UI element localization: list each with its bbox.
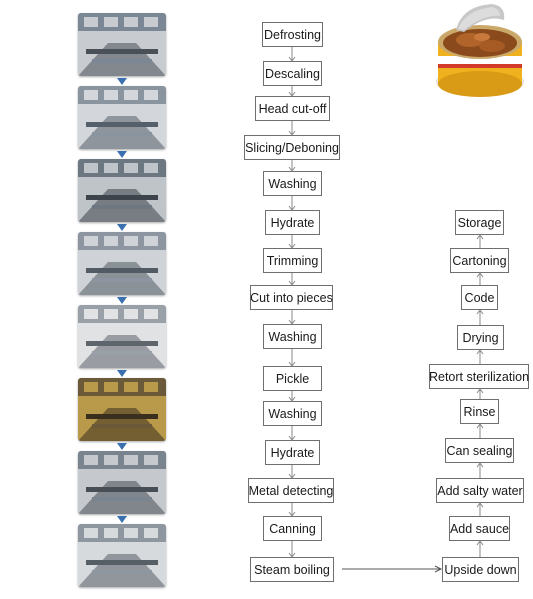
finishing-step-box: Drying: [457, 325, 504, 350]
factory-photo-icon: [78, 159, 166, 222]
process-step-box: Cut into pieces: [250, 285, 333, 310]
finishing-step-box: Can sealing: [445, 438, 514, 463]
process-step-box: Washing: [263, 171, 322, 196]
finishing-connector-arrow-head: [476, 349, 484, 355]
factory-photo-icon: [78, 378, 166, 441]
down-arrow-icon: [116, 442, 128, 451]
finishing-step-box: Rinse: [460, 399, 499, 424]
down-arrow-icon: [116, 77, 128, 86]
factory-photo-icon: [78, 13, 166, 76]
process-step-box: Washing: [263, 401, 322, 426]
process-step-box: Defrosting: [262, 22, 323, 47]
finishing-step-box: Retort sterilization: [429, 364, 529, 389]
finishing-connector-arrow-head: [476, 234, 484, 240]
process-step-box: Slicing/Deboning: [244, 135, 340, 160]
factory-photo-icon: [78, 232, 166, 295]
process-step-box: Head cut-off: [255, 96, 330, 121]
canned-fish-icon: [434, 2, 530, 102]
process-step-box: Hydrate: [265, 440, 320, 465]
finishing-connector-arrow-head: [476, 423, 484, 429]
factory-photo-icon: [78, 451, 166, 514]
factory-photo-icon: [78, 86, 166, 149]
finishing-connector-arrow-head: [476, 502, 484, 508]
process-step-box: Washing: [263, 324, 322, 349]
finishing-step-box: Code: [461, 285, 498, 310]
finishing-step-box: Storage: [455, 210, 504, 235]
down-arrow-icon: [116, 369, 128, 378]
finishing-connector-arrow-head: [476, 462, 484, 468]
process-step-box: Canning: [263, 516, 322, 541]
process-step-box: Metal detecting: [248, 478, 334, 503]
finishing-connector-arrow-head: [476, 540, 484, 546]
down-arrow-icon: [116, 150, 128, 159]
finishing-connector-arrow-head: [476, 309, 484, 315]
finishing-step-box: Cartoning: [450, 248, 509, 273]
process-step-box: Descaling: [263, 61, 322, 86]
factory-photo-icon: [78, 524, 166, 587]
process-step-box: Trimming: [263, 248, 322, 273]
finishing-connector-arrow-head: [476, 388, 484, 394]
finishing-step-box: Add salty water: [436, 478, 524, 503]
finishing-step-box: Upside down: [442, 557, 519, 582]
process-step-box: Steam boiling: [250, 557, 334, 582]
process-step-box: Pickle: [263, 366, 322, 391]
finishing-step-box: Add sauce: [449, 516, 510, 541]
down-arrow-icon: [116, 515, 128, 524]
transfer-arrow-head: [434, 565, 443, 573]
finishing-connector-arrow-head: [476, 272, 484, 278]
process-step-box: Hydrate: [265, 210, 320, 235]
down-arrow-icon: [116, 223, 128, 232]
factory-photo-icon: [78, 305, 166, 368]
down-arrow-icon: [116, 296, 128, 305]
